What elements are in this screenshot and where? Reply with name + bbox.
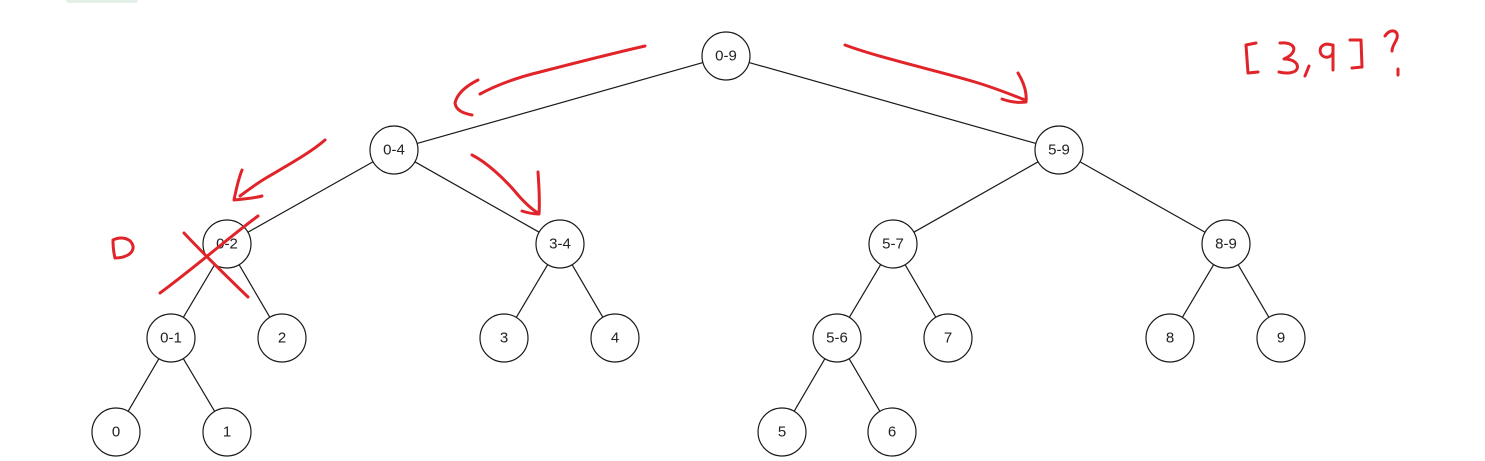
bracket-close xyxy=(1348,38,1364,70)
edge-8-9-to-8 xyxy=(1181,264,1215,318)
tree-node-2: 2 xyxy=(257,313,307,363)
tree-node-5: 5 xyxy=(757,407,807,457)
handwritten-annotations xyxy=(111,29,1400,299)
tree-node-4: 4 xyxy=(590,313,640,363)
cross-on-0-2-a xyxy=(182,231,250,299)
edge-0-2-to-2 xyxy=(238,264,271,318)
arrow-to-0-4 xyxy=(478,44,647,96)
node-circle xyxy=(923,313,973,363)
node-circle xyxy=(701,31,751,81)
tree-nodes: 0-9 0-4 5-9 0-2 3-4 5-7 8-9 0-1 2 3 4 5-6 7 8 9 0 1 5 6 xyxy=(91,31,1306,457)
node-label: 3 xyxy=(500,330,508,347)
node-label: 3-4 xyxy=(549,236,571,253)
node-label: 2 xyxy=(278,330,286,347)
edge-5-6-to-6 xyxy=(848,358,881,412)
tree-node-7: 7 xyxy=(923,313,973,363)
edge-5-7-to-5-6 xyxy=(848,264,882,318)
tree-node-9: 9 xyxy=(1256,313,1306,363)
edge-5-7-to-7 xyxy=(904,264,937,318)
bracket-open xyxy=(1244,41,1260,75)
arrow-to-0-4-head xyxy=(453,78,480,117)
tree-node-8-9: 8-9 xyxy=(1201,219,1251,269)
node-circle xyxy=(257,313,307,363)
tree-node-5-7: 5-7 xyxy=(868,219,918,269)
tree-node-5-6: 5-6 xyxy=(812,313,862,363)
cross-on-0-2-b xyxy=(158,214,260,295)
digit-3 xyxy=(1277,41,1299,75)
tree-node-0: 0 xyxy=(91,407,141,457)
node-circle xyxy=(91,407,141,457)
node-circle xyxy=(868,219,918,269)
tree-node-5-9: 5-9 xyxy=(1034,125,1084,175)
node-label: 5 xyxy=(778,424,786,441)
node-circle xyxy=(369,125,419,175)
node-label: 0 xyxy=(112,424,120,441)
node-circle xyxy=(479,313,529,363)
edge-0-1-to-0 xyxy=(127,358,160,412)
edge-0-2-to-0-1 xyxy=(182,264,216,318)
node-label: 0-1 xyxy=(160,330,182,347)
arrow-to-0-2 xyxy=(238,138,327,198)
corner-tab xyxy=(66,0,138,3)
node-circle xyxy=(757,407,807,457)
arrow-to-3-4 xyxy=(470,153,540,215)
node-label: 8-9 xyxy=(1215,236,1237,253)
node-label: 1 xyxy=(223,424,231,441)
node-circle xyxy=(812,313,862,363)
tree-node-8: 8 xyxy=(1145,313,1195,363)
question-mark xyxy=(1383,29,1399,53)
tree-node-0-1: 0-1 xyxy=(146,313,196,363)
node-label: 0-2 xyxy=(216,236,238,253)
comma xyxy=(1303,64,1311,78)
tree-node-0-4: 0-4 xyxy=(369,125,419,175)
edge-0-4-to-3-4 xyxy=(414,161,540,233)
query-note xyxy=(1244,29,1400,78)
edge-5-6-to-5 xyxy=(793,358,826,412)
arrow-to-0-2-head xyxy=(232,168,264,202)
tree-edges xyxy=(127,61,1270,412)
node-label: 7 xyxy=(944,330,952,347)
node-circle xyxy=(146,313,196,363)
node-label: 5-9 xyxy=(1048,142,1070,159)
node-label: 0-9 xyxy=(715,48,737,65)
node-label: 5-6 xyxy=(826,330,848,347)
tree-node-1: 1 xyxy=(202,407,252,457)
edge-3-4-to-3 xyxy=(515,264,549,318)
arrow-to-5-9 xyxy=(843,43,1027,102)
node-circle xyxy=(1201,219,1251,269)
digit-9 xyxy=(1318,42,1335,72)
node-label: 4 xyxy=(611,330,619,347)
zero-mark xyxy=(111,236,135,260)
edge-0-1-to-1 xyxy=(182,358,216,412)
tree-node-6: 6 xyxy=(867,407,917,457)
node-circle xyxy=(1256,313,1306,363)
arrow-to-5-9-head xyxy=(1000,71,1028,104)
arrow-to-3-4-head xyxy=(520,170,541,216)
node-circle xyxy=(1034,125,1084,175)
node-label: 6 xyxy=(888,424,896,441)
node-circle xyxy=(1145,313,1195,363)
node-circle xyxy=(202,407,252,457)
node-label: 9 xyxy=(1277,330,1285,347)
edge-5-9-to-8-9 xyxy=(1079,161,1206,233)
node-circle xyxy=(867,407,917,457)
node-label: 8 xyxy=(1166,330,1174,347)
tree-node-3-4: 3-4 xyxy=(535,219,585,269)
edge-0-4-to-0-2 xyxy=(247,161,374,233)
node-circle xyxy=(535,219,585,269)
edge-8-9-to-9 xyxy=(1237,264,1270,318)
edge-3-4-to-4 xyxy=(571,264,604,318)
node-label: 0-4 xyxy=(383,142,405,159)
edge-5-9-to-5-7 xyxy=(913,161,1039,233)
tree-node-0-9: 0-9 xyxy=(701,31,751,81)
edge-0-9-to-5-9 xyxy=(748,61,1037,145)
node-circle xyxy=(590,313,640,363)
edge-0-9-to-0-4 xyxy=(416,61,704,145)
node-label: 5-7 xyxy=(882,236,904,253)
tree-node-3: 3 xyxy=(479,313,529,363)
